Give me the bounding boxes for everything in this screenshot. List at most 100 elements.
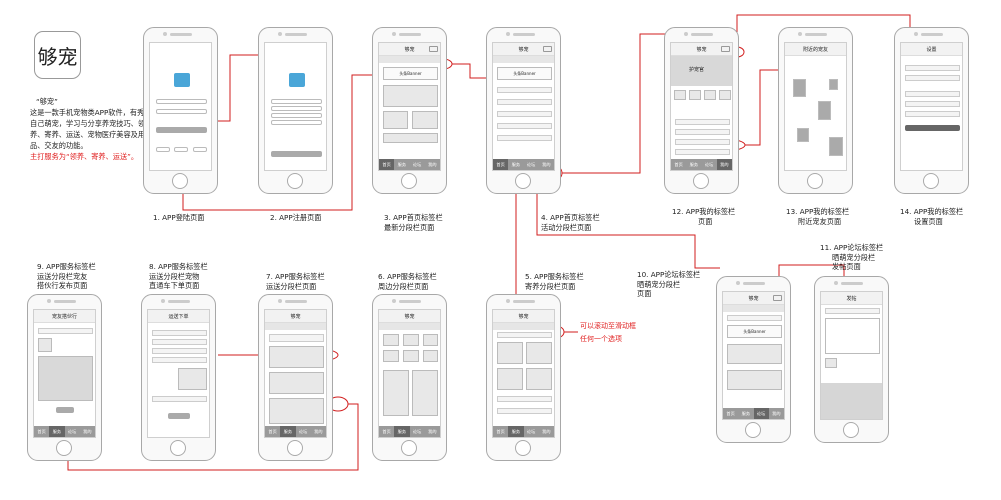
logout-button[interactable] (905, 125, 960, 131)
register-button[interactable] (271, 151, 322, 157)
activity-item[interactable] (497, 123, 552, 129)
activity-item[interactable] (497, 99, 552, 105)
post-card[interactable] (727, 370, 782, 390)
tab-mine[interactable]: 我的 (542, 428, 551, 434)
product-card[interactable] (412, 370, 438, 416)
tab-service[interactable]: 服务 (49, 426, 65, 437)
menu-icon[interactable] (674, 90, 686, 100)
confirm-field[interactable] (271, 120, 322, 125)
tab-service[interactable]: 服务 (397, 161, 407, 167)
mine-list-item[interactable] (675, 129, 730, 135)
form-row[interactable] (152, 348, 207, 354)
form-row[interactable] (152, 396, 207, 402)
category-icon[interactable] (423, 350, 438, 362)
settings-item[interactable] (905, 75, 960, 81)
mine-list-item[interactable] (675, 119, 730, 125)
tab-service[interactable]: 服务 (511, 161, 521, 167)
tab-mine[interactable]: 我的 (716, 159, 732, 170)
form-row[interactable] (152, 330, 207, 336)
map-marker-block[interactable] (797, 128, 809, 142)
activity-item[interactable] (497, 135, 552, 141)
content-field[interactable] (825, 318, 880, 354)
tab-forum[interactable]: 论坛 (526, 428, 536, 434)
weibo-login-button[interactable] (174, 147, 188, 152)
tab-forum[interactable]: 论坛 (704, 161, 714, 167)
username-field[interactable] (156, 99, 207, 104)
post-card[interactable] (727, 344, 782, 364)
segment-bar[interactable] (493, 323, 554, 330)
settings-item[interactable] (905, 111, 960, 117)
tab-home[interactable]: 首页 (726, 410, 735, 416)
tab-home[interactable]: 首页 (268, 428, 277, 434)
segment-bar[interactable] (265, 323, 326, 330)
search-icon[interactable] (429, 46, 438, 52)
wechat-login-button[interactable] (193, 147, 207, 152)
activity-item[interactable] (497, 111, 552, 117)
mine-list-item[interactable] (675, 149, 730, 155)
search-bar[interactable] (727, 315, 782, 321)
segment-bar[interactable] (379, 56, 440, 63)
tab-mine[interactable]: 我的 (428, 161, 437, 167)
login-button[interactable] (156, 127, 207, 133)
title-field[interactable] (825, 308, 880, 314)
boarding-card[interactable] (526, 368, 552, 390)
transport-card[interactable] (269, 372, 324, 394)
tab-home[interactable]: 首页 (496, 428, 505, 434)
publish-button[interactable] (56, 407, 74, 413)
password-field[interactable] (156, 109, 207, 114)
tab-home[interactable]: 首页 (382, 428, 391, 434)
tab-mine[interactable]: 我的 (314, 428, 323, 434)
settings-item[interactable] (905, 91, 960, 97)
form-row[interactable] (152, 357, 207, 363)
menu-icon[interactable] (689, 90, 701, 100)
category-icon[interactable] (403, 350, 419, 362)
map-marker-block[interactable] (818, 101, 831, 120)
form-row[interactable] (152, 339, 207, 345)
category-icon[interactable] (423, 334, 438, 346)
tab-service[interactable]: 服务 (394, 426, 410, 437)
buddy-card[interactable] (269, 398, 324, 424)
category-icon[interactable] (383, 334, 399, 346)
map-marker-block[interactable] (793, 79, 806, 97)
keyboard[interactable] (821, 383, 882, 419)
tab-home[interactable]: 首页 (379, 159, 395, 170)
password-field[interactable] (271, 113, 322, 118)
segment-bar[interactable] (379, 323, 440, 330)
tab-service[interactable]: 服务 (741, 410, 751, 416)
product-card[interactable] (383, 370, 409, 416)
image-upload[interactable] (38, 338, 52, 352)
tab-home[interactable]: 首页 (674, 161, 683, 167)
map-marker-block[interactable] (829, 79, 838, 90)
segment-bar[interactable] (723, 305, 784, 312)
filter-row[interactable] (497, 332, 552, 338)
tab-forum[interactable]: 论坛 (753, 408, 769, 419)
category-icon[interactable] (403, 334, 419, 346)
tab-mine[interactable]: 我的 (772, 410, 781, 416)
boarding-card[interactable] (497, 368, 523, 390)
menu-icon[interactable] (719, 90, 731, 100)
boarding-item[interactable] (497, 396, 552, 402)
map-marker-block[interactable] (829, 137, 843, 156)
segment-bar[interactable] (493, 56, 554, 63)
settings-icon[interactable] (721, 46, 730, 52)
boarding-item[interactable] (497, 408, 552, 414)
transport-item[interactable] (269, 334, 324, 342)
tab-home[interactable]: 首页 (37, 428, 46, 434)
tab-service[interactable]: 服务 (689, 161, 699, 167)
tab-service[interactable]: 服务 (280, 426, 296, 437)
tab-forum[interactable]: 论坛 (412, 428, 422, 434)
code-field[interactable] (271, 106, 322, 111)
activity-item[interactable] (497, 87, 552, 93)
nearby-list-item[interactable] (675, 139, 730, 145)
tab-forum[interactable]: 论坛 (526, 161, 536, 167)
settings-item[interactable] (905, 65, 960, 71)
category-icon[interactable] (383, 350, 399, 362)
direct-train-card[interactable] (269, 346, 324, 368)
tab-home[interactable]: 首页 (493, 159, 509, 170)
image-upload[interactable] (825, 358, 837, 368)
boarding-card[interactable] (526, 342, 552, 364)
boarding-card[interactable] (497, 342, 523, 364)
phone-field[interactable] (271, 99, 322, 104)
submit-button[interactable] (168, 413, 190, 419)
notes-field[interactable] (178, 368, 207, 390)
